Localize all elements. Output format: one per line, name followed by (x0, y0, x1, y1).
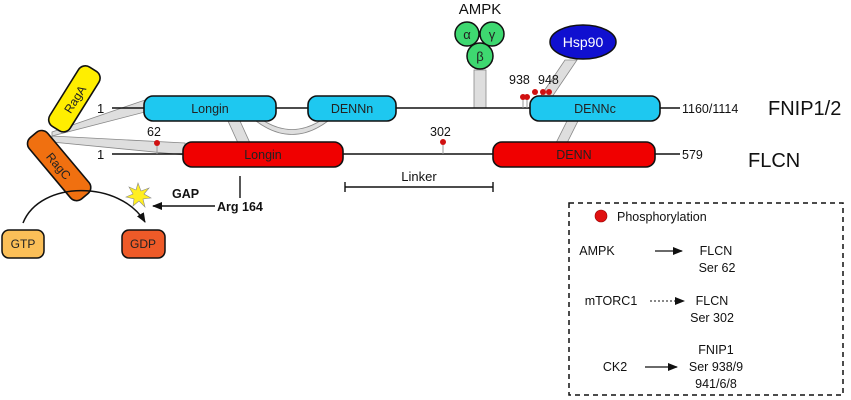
flcn-longin-label: Longin (244, 148, 282, 162)
fnip-longin-flcn-longin-connector (227, 120, 251, 144)
phospho-site-939 (524, 94, 530, 100)
raga-box (47, 65, 101, 133)
gdp-box (121, 229, 166, 259)
legend-target-flcn-2: FLCN (696, 294, 729, 308)
fnip-end-label: 1160/1114 (682, 102, 738, 116)
flcn-protein: 1 Longin DENN 579 FLCN (97, 141, 800, 172)
site-948-label: 948 (538, 73, 559, 87)
site-302-label: 302 (430, 125, 451, 139)
ampk-stalk (473, 69, 487, 109)
ampk-beta-label: β (476, 49, 483, 64)
fnip-dennc-label: DENNc (574, 102, 616, 116)
legend-kinase-ck2: CK2 (603, 360, 627, 374)
hsp90-ellipse (549, 24, 617, 60)
fnip-start-label: 1 (97, 101, 104, 116)
phospho-sites: 62 302 938 948 (147, 73, 559, 154)
gap-burst-icon (125, 182, 152, 208)
fnip-name: FNIP1/2 (768, 98, 841, 120)
hsp90: Hsp90 (549, 24, 617, 60)
phospho-site-941 (532, 89, 538, 95)
linker-label: Linker (401, 169, 437, 184)
legend-kinase-ampk: AMPK (579, 244, 615, 258)
arg164-label: Arg 164 (217, 200, 263, 214)
legend-site-ser62: Ser 62 (699, 261, 736, 275)
gtp-to-gdp-arrow (22, 189, 146, 224)
gtp-label: GTP (11, 237, 36, 251)
ampk-alpha-subunit (454, 21, 480, 47)
flcn-denn-label: DENN (556, 148, 591, 162)
site-62-label: 62 (147, 125, 161, 139)
fnip-dennn-domain (307, 95, 397, 122)
legend-phospho-dot (594, 209, 608, 223)
legend-site-ser302: Ser 302 (690, 311, 734, 325)
ampk-gamma-label: γ (489, 27, 496, 42)
ampk-gamma-subunit (479, 21, 505, 47)
legend-box (568, 202, 844, 396)
ampk-title: AMPK (459, 1, 502, 18)
flcn-name: FLCN (748, 150, 800, 172)
site-938-label: 938 (509, 73, 530, 87)
rag-to-flcn-connector (51, 135, 186, 156)
gdp-label: GDP (130, 237, 156, 251)
ampk-complex: AMPK α γ β (454, 1, 505, 70)
flcn-denn-domain (492, 141, 656, 168)
phospho-site-948 (546, 89, 552, 95)
gap-label: GAP (172, 187, 199, 201)
hsp90-label: Hsp90 (563, 34, 604, 50)
legend-site-941: 941/6/8 (695, 377, 737, 391)
legend-target-fnip1: FNIP1 (698, 343, 733, 357)
flcn-longin-domain (182, 141, 344, 168)
fnip-dennc-domain (529, 95, 661, 122)
dennc-denn-connector (555, 120, 579, 144)
flcn-start-label: 1 (97, 147, 104, 162)
flcn-end-label: 579 (682, 148, 703, 162)
ampk-alpha-label: α (463, 27, 471, 42)
legend-kinase-mtorc1: mTORC1 (585, 294, 638, 308)
phospho-site-62 (154, 140, 160, 146)
ragc-box (26, 129, 92, 202)
phospho-site-302 (440, 139, 446, 145)
legend-site-ser938: Ser 938/9 (689, 360, 743, 374)
phosphorylation-legend: Phosphorylation AMPK FLCN Ser 62 mTORC1 … (568, 202, 844, 396)
longin-dennn-arc-connector (254, 120, 330, 135)
gtpase-cycle: GAP Arg 164 GTP GDP (1, 176, 263, 259)
ampk-beta-subunit (466, 42, 494, 70)
legend-title: Phosphorylation (617, 210, 707, 224)
fnip-longin-label: Longin (191, 102, 229, 116)
fnip-protein: 1 Longin DENNn DENNc 1160/1114 FNIP1/2 (97, 95, 841, 122)
fnip-dennn-label: DENNn (331, 102, 373, 116)
gtp-box (1, 229, 45, 259)
phospho-site-946 (540, 89, 546, 95)
linker-region: Linker (344, 169, 494, 192)
fnip-longin-domain (143, 95, 277, 122)
legend-target-flcn-1: FLCN (700, 244, 733, 258)
